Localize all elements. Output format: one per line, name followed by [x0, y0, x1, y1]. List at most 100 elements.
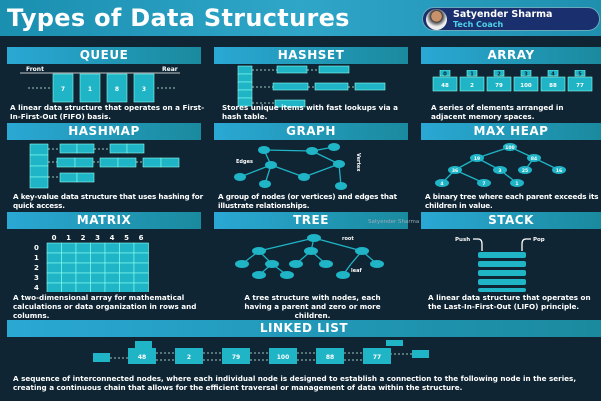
array-value: 77 — [576, 83, 584, 89]
array-index: 4 — [551, 72, 555, 78]
matrix-col-label: 0 — [52, 234, 57, 242]
stack-push-label: Push — [455, 237, 470, 243]
queue-description: A linear data structure that operates on… — [10, 103, 205, 121]
matrix-col-label: 1 — [66, 234, 71, 242]
tree-header: TREE — [214, 212, 408, 229]
watermark: Satyender Sharma — [368, 219, 420, 225]
array-index-box — [520, 70, 532, 77]
linkedlist-header: LINKED LIST — [7, 320, 601, 337]
queue-front-label: Front — [26, 66, 44, 73]
queue-cell — [52, 73, 74, 103]
heap-node-value: 36 — [452, 168, 458, 174]
matrix-cell — [75, 252, 91, 264]
linkedlist-node-value: 88 — [326, 354, 334, 361]
linkedlist-node-value: 77 — [373, 354, 381, 361]
avatar — [426, 9, 447, 30]
matrix-cell — [75, 282, 91, 292]
matrix-cell — [133, 252, 149, 264]
matrix-cell — [61, 242, 77, 254]
matrix-cell — [119, 242, 135, 254]
hashset-description: Stores unique items with fast lookups vi… — [222, 103, 398, 121]
hashmap-description: A key-value data structure that uses has… — [13, 192, 203, 210]
heap-node-value: 19 — [474, 156, 480, 162]
matrix-cell — [90, 262, 106, 274]
matrix-cell — [119, 282, 135, 292]
matrix-cell — [46, 262, 62, 274]
linkedlist-node-value: 2 — [187, 354, 191, 361]
linkedlist-node — [316, 348, 344, 364]
linkedlist-node — [269, 348, 297, 364]
heap-node — [527, 154, 541, 162]
maxheap-header: MAX HEAP — [421, 123, 601, 140]
stack-description: A linear data structure that operates on… — [428, 293, 591, 311]
array-header: ARRAY — [421, 47, 601, 64]
queue-cell-value: 3 — [142, 86, 146, 93]
matrix-col-label: 3 — [95, 234, 100, 242]
heap-node-value: 25 — [522, 168, 528, 174]
matrix-cell — [46, 242, 62, 254]
hashmap-diagram — [29, 143, 180, 189]
heap-node — [470, 154, 484, 162]
matrix-col-label: 5 — [124, 234, 129, 242]
matrix-col-label: 4 — [110, 234, 115, 242]
array-value: 48 — [441, 83, 449, 89]
stack-pop-label: Pop — [533, 237, 545, 243]
graph-header: GRAPH — [214, 123, 408, 140]
matrix-header: MATRIX — [7, 212, 201, 229]
matrix-cell — [46, 282, 62, 292]
matrix-cell — [104, 252, 120, 264]
matrix-cell — [90, 272, 106, 284]
queue-cell — [133, 73, 155, 103]
queue-header: QUEUE — [7, 47, 201, 64]
heap-node-value: 3 — [498, 168, 501, 174]
linkedlist-node — [222, 348, 250, 364]
matrix-cell — [133, 262, 149, 274]
heap-node — [477, 179, 491, 187]
tree-root-label: root — [342, 236, 354, 242]
matrix-row-label: 3 — [34, 274, 39, 282]
stack-diagram: Push Pop — [455, 237, 545, 292]
array-cell — [567, 76, 593, 92]
linkedlist-node-value: 100 — [277, 354, 290, 361]
matrix-cell — [90, 282, 106, 292]
array-index-box — [466, 70, 478, 77]
matrix-col-label: 6 — [139, 234, 144, 242]
matrix-cell — [46, 252, 62, 264]
matrix-cell — [46, 272, 62, 284]
tree-description: A tree structure with nodes, each having… — [244, 293, 381, 320]
matrix-cell — [119, 252, 135, 264]
matrix-cell — [61, 282, 77, 292]
heap-node-value: 16 — [556, 168, 562, 174]
page-title: Types of Data Structures — [7, 4, 350, 32]
matrix-cell — [61, 252, 77, 264]
graph-vertex-label: Vertex — [355, 153, 361, 172]
graph-diagram: Edges Vertex — [234, 143, 361, 190]
array-cell — [540, 76, 566, 92]
array-cell — [459, 76, 485, 92]
graph-vertices — [234, 143, 347, 190]
matrix-cell — [119, 272, 135, 284]
author-role: Tech Coach — [453, 20, 504, 29]
heap-node — [552, 166, 566, 174]
linkedlist-description: A sequence of interconnected nodes, wher… — [13, 374, 577, 392]
heap-node — [493, 166, 507, 174]
queue-cell — [79, 73, 101, 103]
heap-node — [503, 143, 517, 151]
linkedlist-node — [128, 348, 156, 364]
heap-node-value: 100 — [505, 145, 514, 151]
tree-diagram: root leaf — [235, 234, 384, 279]
array-index: 3 — [524, 72, 528, 78]
heap-node — [510, 179, 524, 187]
matrix-cell — [61, 262, 77, 274]
matrix-cell — [90, 242, 106, 254]
array-index-box — [493, 70, 505, 77]
array-cell — [513, 76, 539, 92]
heap-node-value: 84 — [531, 156, 537, 162]
queue-cell-value: 8 — [115, 86, 119, 93]
array-cell — [432, 76, 458, 92]
stack-header: STACK — [421, 212, 601, 229]
